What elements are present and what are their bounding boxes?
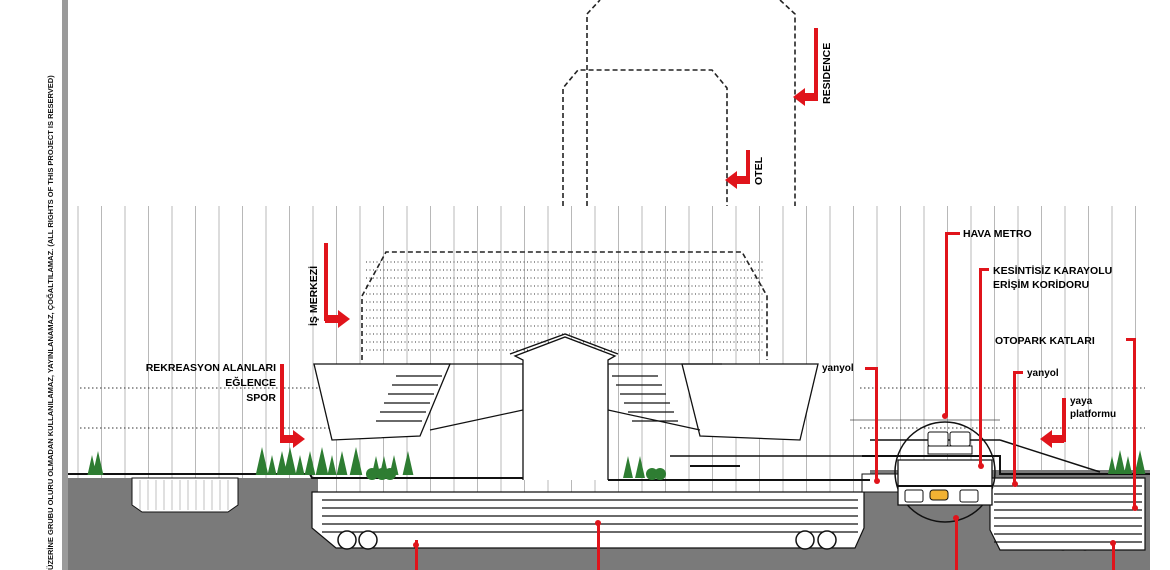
label-otopark: OTOPARK KATLARI bbox=[995, 335, 1095, 347]
right-terrace-steps bbox=[612, 375, 678, 422]
red-arrows bbox=[280, 28, 1138, 570]
label-spor: SPOR bbox=[246, 392, 276, 404]
terrain-line bbox=[68, 455, 1150, 481]
label-otel: OTEL bbox=[753, 156, 765, 185]
label-yanyol-left: yanyol bbox=[822, 363, 854, 374]
drawing-frame-border bbox=[62, 0, 68, 570]
hotel-tower-outline bbox=[562, 69, 728, 206]
label-eglence: EĞLENCE bbox=[225, 376, 276, 389]
office-block-outline bbox=[361, 251, 768, 360]
ground-mass bbox=[68, 478, 318, 570]
right-funnel-building bbox=[681, 363, 819, 441]
left-excavation bbox=[131, 477, 239, 513]
trees bbox=[87, 447, 1146, 480]
label-platformu: platformu bbox=[1070, 409, 1116, 420]
label-karayolu-1: KESİNTİSİZ KARAYOLU bbox=[993, 264, 1112, 277]
label-karayolu-2: ERİŞİM KORİDORU bbox=[993, 278, 1089, 291]
label-residence: RESIDENCE bbox=[821, 43, 833, 104]
left-terrace-steps bbox=[376, 375, 442, 422]
label-yanyol-right: yanyol bbox=[1027, 368, 1059, 379]
label-yaya: yaya bbox=[1070, 396, 1093, 407]
dotted-guide-lines bbox=[80, 387, 1145, 429]
parking-floor-lines bbox=[322, 499, 858, 533]
label-hava-metro: HAVA METRO bbox=[963, 228, 1032, 240]
central-core bbox=[513, 336, 617, 480]
metro-tunnel bbox=[894, 421, 996, 523]
residence-tower-outline bbox=[586, 0, 796, 206]
label-is-merkezi: İŞ MERKEZİ bbox=[307, 266, 320, 326]
label-rekreasyon: REKREASYON ALANLARI bbox=[146, 362, 276, 374]
